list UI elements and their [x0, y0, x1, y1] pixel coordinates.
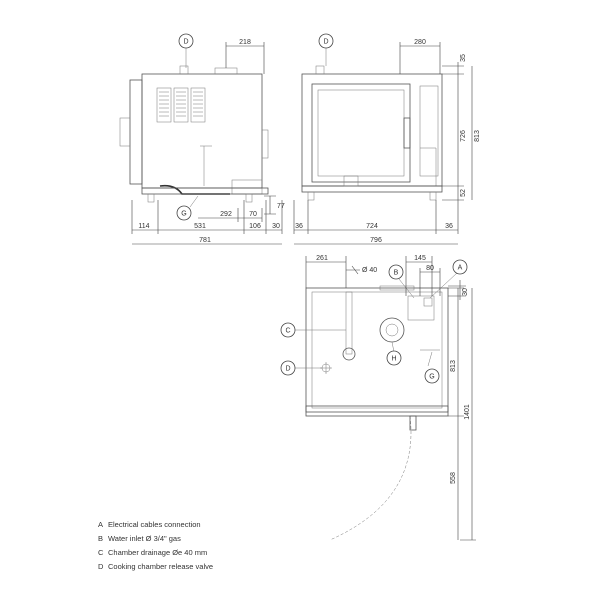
plan-door-edge	[305, 405, 449, 417]
dim-side-531: 531	[194, 223, 206, 230]
dim-front-35: 35	[460, 54, 467, 62]
dim-front-724: 724	[366, 223, 378, 230]
dim-front-36a: 36	[295, 223, 303, 230]
plan-vent-ring	[379, 317, 405, 343]
marker-g-side	[176, 205, 192, 221]
marker-d-side	[178, 33, 194, 49]
marker-g-plan-label: G	[429, 374, 434, 381]
side-louvres	[156, 87, 206, 123]
dim-front-796: 796	[370, 237, 382, 244]
marker-d-side-label: D	[183, 39, 188, 46]
dim-front-52: 52	[460, 189, 467, 197]
plan-drain-pipe	[345, 291, 353, 355]
dim-plan-80: 80	[426, 265, 434, 272]
side-base	[141, 187, 269, 195]
marker-b-plan-label: B	[394, 270, 399, 277]
dim-side-106: 106	[249, 223, 261, 230]
front-top-stub	[315, 65, 325, 75]
marker-c-plan-label: C	[285, 328, 290, 335]
dim-side-70: 70	[249, 211, 257, 218]
front-side-pipe	[420, 147, 437, 186]
marker-d-front	[318, 33, 334, 49]
front-control-panel	[419, 85, 439, 177]
marker-h-plan-label: H	[391, 356, 396, 363]
marker-d-plan-label: D	[285, 366, 290, 373]
dim-side-781: 781	[199, 237, 211, 244]
dim-plan-dia40: Ø 40	[362, 267, 377, 274]
marker-a-plan	[452, 259, 468, 275]
dim-plan-813: 813	[450, 360, 457, 372]
side-door-profile	[129, 79, 143, 185]
dim-plan-1401: 1401	[464, 404, 471, 420]
front-drain	[343, 175, 359, 187]
front-foot-left	[307, 191, 315, 201]
plan-electric-box	[423, 297, 433, 307]
side-body	[141, 73, 263, 189]
side-foot-left	[147, 193, 155, 203]
marker-g-plan	[424, 368, 440, 384]
plan-body	[305, 287, 449, 413]
dim-side-30: 30	[272, 223, 280, 230]
side-valve-block	[231, 179, 263, 195]
marker-c-plan	[280, 322, 296, 338]
dim-plan-261: 261	[316, 255, 328, 262]
dim-side-77: 77	[277, 203, 285, 210]
dim-plan-558: 558	[450, 472, 457, 484]
marker-b-plan	[388, 264, 404, 280]
dim-plan-145: 145	[414, 255, 426, 262]
dim-side-114: 114	[138, 223, 149, 230]
plan-top-vent	[379, 285, 415, 291]
marker-g-side-label: G	[181, 211, 186, 218]
dim-front-726: 726	[460, 130, 467, 142]
dim-front-280: 280	[414, 39, 426, 46]
dim-front-36b: 36	[445, 223, 453, 230]
marker-d-front-label: D	[323, 39, 328, 46]
dim-front-813: 813	[474, 130, 481, 142]
dim-side-218: 218	[239, 39, 251, 46]
marker-h-plan	[386, 350, 402, 366]
side-view: D G 218 77 292 70 114 531 106 30 781	[119, 33, 285, 245]
marker-a-plan-label: A	[458, 265, 463, 272]
plan-water-inlet	[407, 295, 435, 321]
side-handle	[119, 117, 131, 147]
front-view: D 280 35 726 52 813 36 724 36 796	[293, 33, 481, 245]
side-inner-pipe	[200, 145, 212, 186]
plan-drain-outlet	[342, 347, 356, 361]
front-glass	[317, 89, 405, 177]
plan-handle	[409, 415, 417, 431]
side-top-stub	[179, 65, 189, 75]
side-rear-box	[261, 129, 269, 159]
marker-d-plan	[280, 360, 296, 376]
front-door	[311, 83, 411, 183]
front-body	[301, 73, 443, 187]
plan-view: C D H G B A 261 Ø 40 145 80 30 813 1401 …	[280, 255, 476, 541]
dim-plan-30: 30	[462, 288, 469, 296]
side-top-vent	[214, 67, 238, 75]
front-foot-right	[429, 191, 437, 201]
dim-side-292: 292	[220, 211, 232, 218]
plan-door-swing	[329, 415, 412, 541]
front-base	[301, 185, 443, 193]
plan-inner	[311, 291, 443, 409]
side-drain-pipe	[159, 184, 230, 195]
front-handle	[403, 117, 411, 149]
side-foot-right	[245, 193, 253, 203]
